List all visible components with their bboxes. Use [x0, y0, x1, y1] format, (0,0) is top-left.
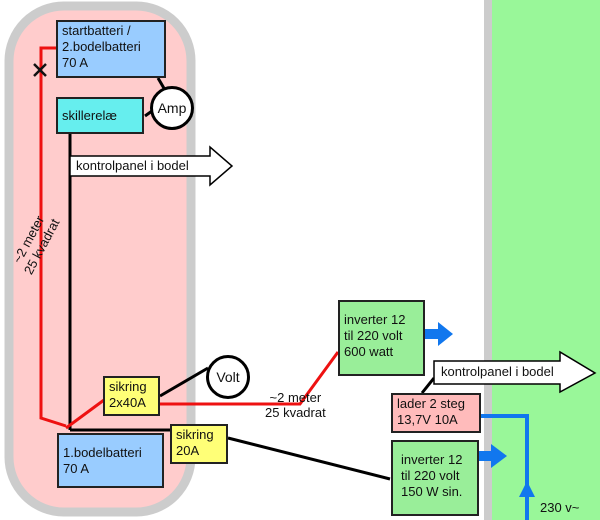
control-panel-arrow-icon — [433, 350, 597, 394]
cable-fuse-volt — [159, 366, 209, 398]
house-battery-box: 1.bodelbatteri 70 A — [57, 433, 164, 488]
start-battery-label: startbatteri / — [62, 23, 131, 38]
shore-zone-border — [484, 0, 492, 520]
fuse-rating: 2x40A — [109, 395, 146, 410]
inverter-power: 600 watt — [344, 344, 394, 359]
ac-arrow-up-icon — [519, 481, 535, 497]
amp-meter-label: Amp — [157, 100, 187, 116]
charger-rating: 13,7V 10A — [397, 412, 458, 427]
inverter-power: 150 W sin. — [401, 484, 463, 499]
fuse-2x40-box: sikring 2x40A — [103, 376, 160, 416]
ac-output-arrow-icon — [425, 322, 453, 346]
power-cable-house-fuse — [65, 398, 105, 430]
inverter-150-box: inverter 12 til 220 volt 150 W sin. — [391, 440, 479, 516]
cable-spec-horizontal: ~2 meter 25 kvadrat — [265, 390, 326, 420]
fuse-label: sikring — [109, 379, 147, 394]
charger-label: lader 2 steg — [397, 396, 465, 411]
power-cable-inverter-600 — [160, 351, 340, 406]
house-battery-label: 1.bodelbatteri — [63, 445, 142, 460]
inverter-label: inverter 12 — [344, 312, 406, 327]
power-cable-start-battery — [39, 46, 67, 428]
control-panel-arrow-icon — [69, 145, 234, 187]
start-battery-label: 2.bodelbatteri — [62, 39, 141, 54]
isolation-relay-label: skillerelæ — [62, 108, 117, 123]
charger-box: lader 2 steg 13,7V 10A — [391, 393, 481, 433]
inverter-label: inverter 12 — [401, 452, 463, 467]
shore-zone — [492, 0, 600, 520]
inverter-label: til 220 volt — [344, 328, 403, 343]
volt-meter-label: Volt — [216, 369, 240, 385]
fuse-rating: 20A — [176, 443, 200, 458]
fuse-label: sikring — [176, 427, 214, 442]
fuse-20-box: sikring 20A — [170, 424, 228, 464]
house-battery-capacity: 70 A — [63, 461, 90, 476]
ac-output-arrow-icon — [478, 444, 507, 468]
mains-voltage-label: 230 v~ — [540, 500, 580, 515]
cable-fuse20-inverter-150 — [227, 436, 391, 481]
amp-meter: Amp — [150, 86, 194, 130]
disconnect-x-icon — [33, 63, 47, 77]
cable-gauge-label: 25 kvadrat — [265, 405, 326, 420]
inverter-600-box: inverter 12 til 220 volt 600 watt — [338, 300, 425, 376]
start-battery-capacity: 70 A — [62, 55, 89, 70]
volt-meter: Volt — [206, 355, 250, 399]
start-battery-box: startbatteri / 2.bodelbatteri 70 A — [56, 20, 166, 78]
cable-charger-panel — [420, 377, 436, 394]
control-panel-label: kontrolpanel i bodel — [76, 158, 189, 173]
control-panel-label: kontrolpanel i bodel — [441, 364, 554, 379]
cable-length-label: ~2 meter — [269, 390, 322, 405]
inverter-label: til 220 volt — [401, 468, 460, 483]
isolation-relay-box: skillerelæ — [56, 97, 144, 134]
